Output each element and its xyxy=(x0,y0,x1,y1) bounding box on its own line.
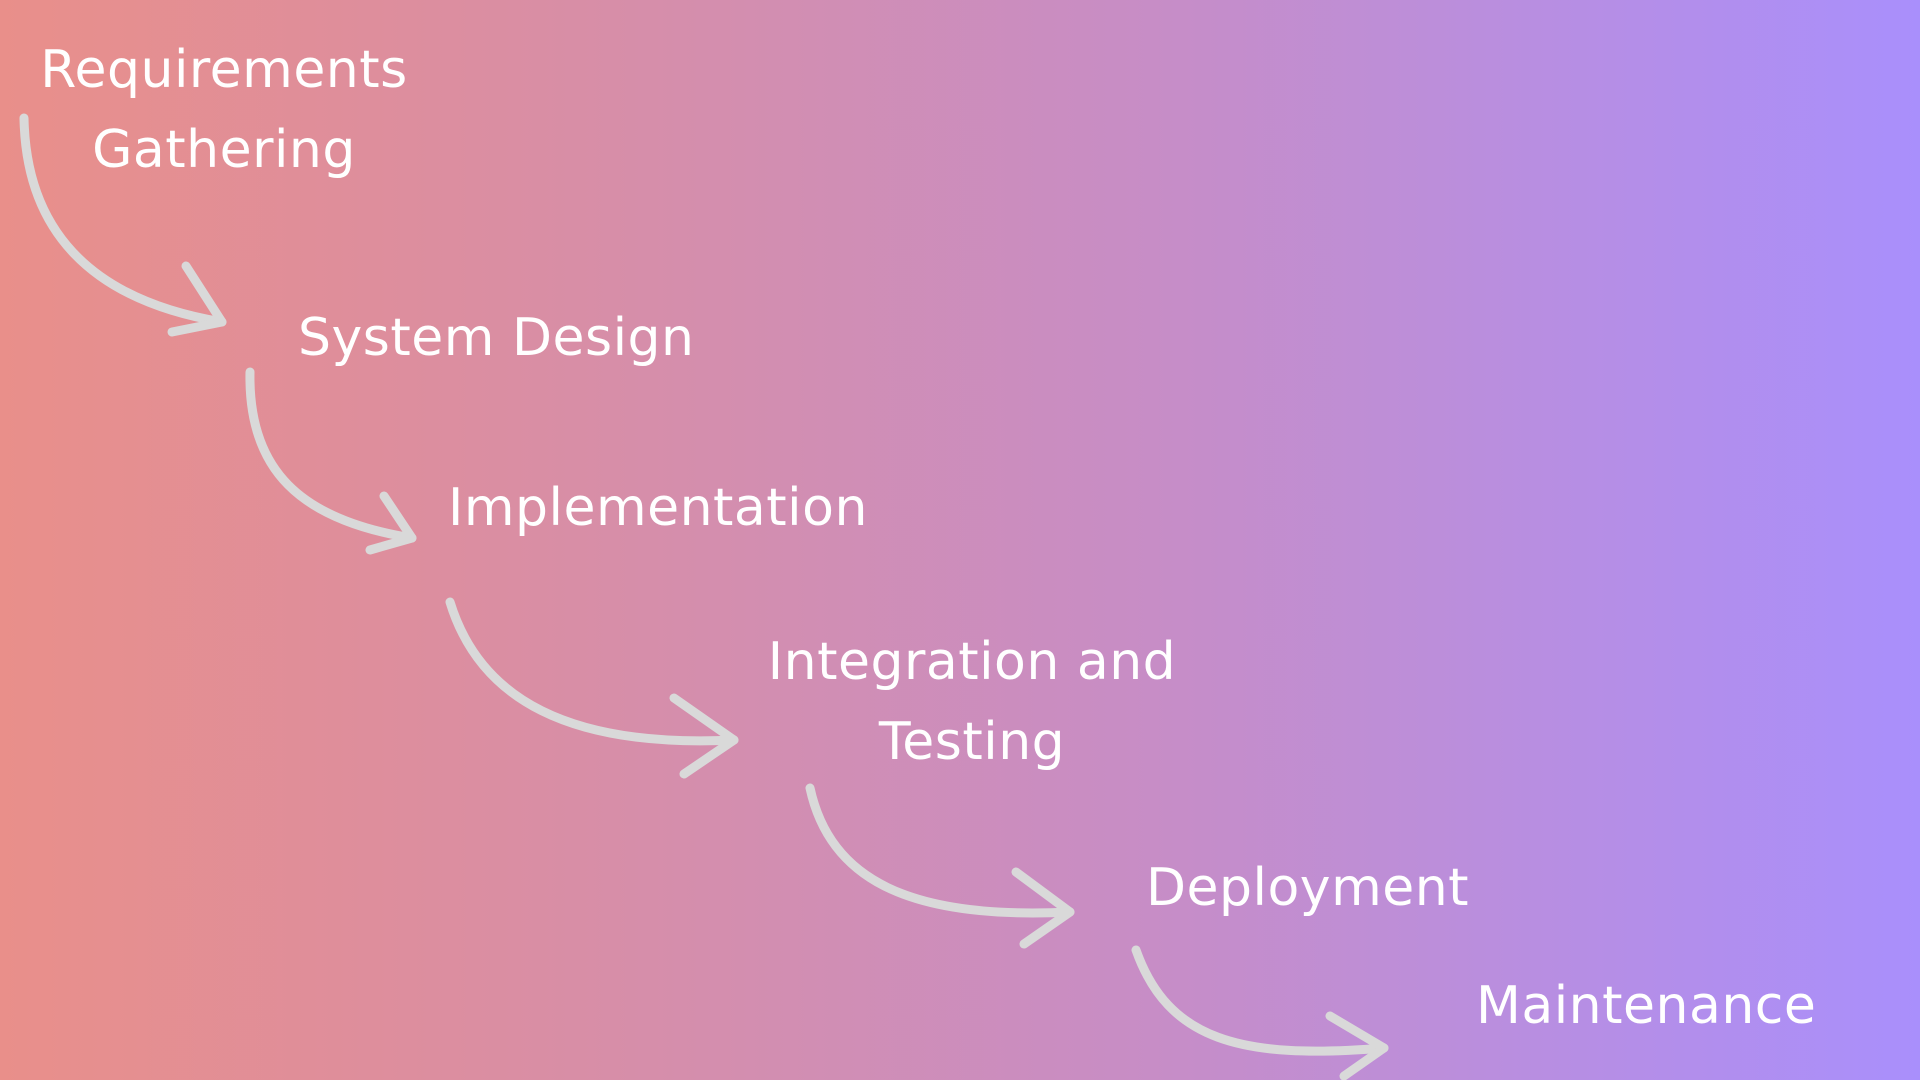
step-label-line: Maintenance xyxy=(1476,976,1817,1036)
step-label-line: Testing xyxy=(878,712,1066,772)
step-maintenance: Maintenance xyxy=(1476,966,1816,1046)
step-deployment: Deployment xyxy=(1146,848,1469,928)
step-label-line: Gathering xyxy=(92,120,356,180)
step-label-line: Integration and xyxy=(767,632,1177,692)
arrow-curve xyxy=(1131,945,1389,1056)
arrowhead xyxy=(669,693,739,779)
step-label-line: Deployment xyxy=(1146,858,1470,918)
step-label-line: Requirements xyxy=(40,40,408,100)
arrowhead xyxy=(1325,1011,1389,1080)
arrow-integration-to-deployment xyxy=(805,783,1075,949)
arrow-curve xyxy=(445,597,739,746)
step-integration-and-testing: Integration and Testing xyxy=(752,622,1192,782)
arrow-curve xyxy=(245,367,417,543)
arrow-curve xyxy=(805,783,1075,918)
step-system-design: System Design xyxy=(298,298,694,378)
arrowhead xyxy=(1011,867,1075,949)
arrowhead xyxy=(167,261,227,337)
step-implementation: Implementation xyxy=(448,468,868,548)
arrowhead xyxy=(365,491,417,555)
step-label-line: System Design xyxy=(298,308,695,368)
step-label-line: Implementation xyxy=(448,478,868,538)
arrow-deployment-to-maintenance xyxy=(1131,945,1389,1080)
arrow-implementation-to-integration xyxy=(445,597,739,779)
step-requirements-gathering: Requirements Gathering xyxy=(24,30,424,190)
arrow-design-to-implementation xyxy=(245,367,417,555)
